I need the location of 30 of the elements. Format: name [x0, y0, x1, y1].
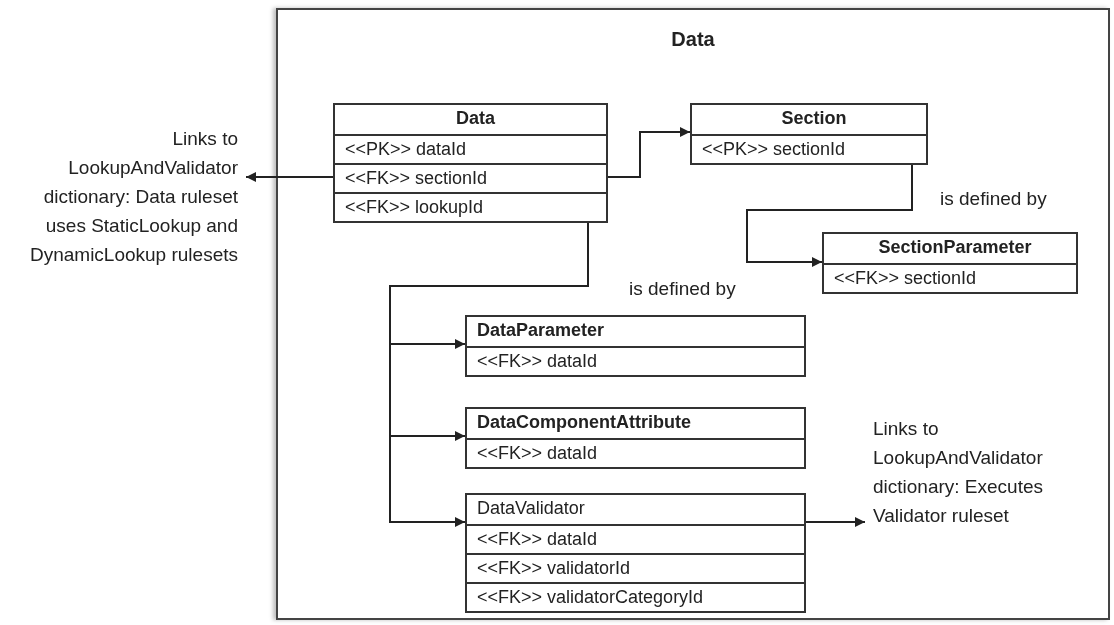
- entity-box: [465, 315, 806, 377]
- attribute-row: <<FK>> validatorCategoryId: [467, 582, 804, 611]
- attribute-row: <<FK>> sectionId: [824, 263, 1076, 292]
- note-text: Links to LookupAndValidator dictionary: Data ruleset uses StaticLookup and DynamicLookup rulesets: [4, 124, 238, 269]
- attribute-row: <<FK>> validatorId: [467, 553, 804, 582]
- attribute-row: <<FK>> dataId: [467, 524, 804, 553]
- attribute-row: <<PK>> dataId: [335, 134, 606, 163]
- entity-box: [690, 103, 928, 165]
- entity-name: DataParameter: [476, 319, 606, 342]
- note-text: Links to LookupAndValidator dictionary: Executes Validator ruleset: [873, 414, 1108, 530]
- entity-box: [822, 232, 1078, 294]
- package-frame: [276, 8, 1110, 620]
- arrow: [746, 164, 913, 267]
- entity-name: SectionParameter: [877, 236, 1033, 259]
- entity-box: [465, 407, 806, 469]
- entity-name: Data: [455, 107, 496, 130]
- entity-box: [333, 103, 608, 223]
- arrow: [805, 517, 866, 527]
- attribute-row: <<FK>> sectionId: [335, 163, 606, 192]
- frame-title: Data: [670, 28, 716, 51]
- attribute-row: <<FK>> dataId: [467, 438, 804, 467]
- attribute-row: <<PK>> sectionId: [692, 134, 926, 163]
- entity-name: DataComponentAttribute: [476, 411, 692, 434]
- entity-name: DataValidator: [476, 497, 586, 520]
- attribute-row: <<FK>> lookupId: [335, 192, 606, 221]
- arrow: [245, 172, 334, 182]
- arrow: [607, 127, 691, 178]
- entity-box: [465, 493, 806, 613]
- attribute-row: <<FK>> dataId: [467, 346, 804, 375]
- entity-name: Section: [780, 107, 848, 130]
